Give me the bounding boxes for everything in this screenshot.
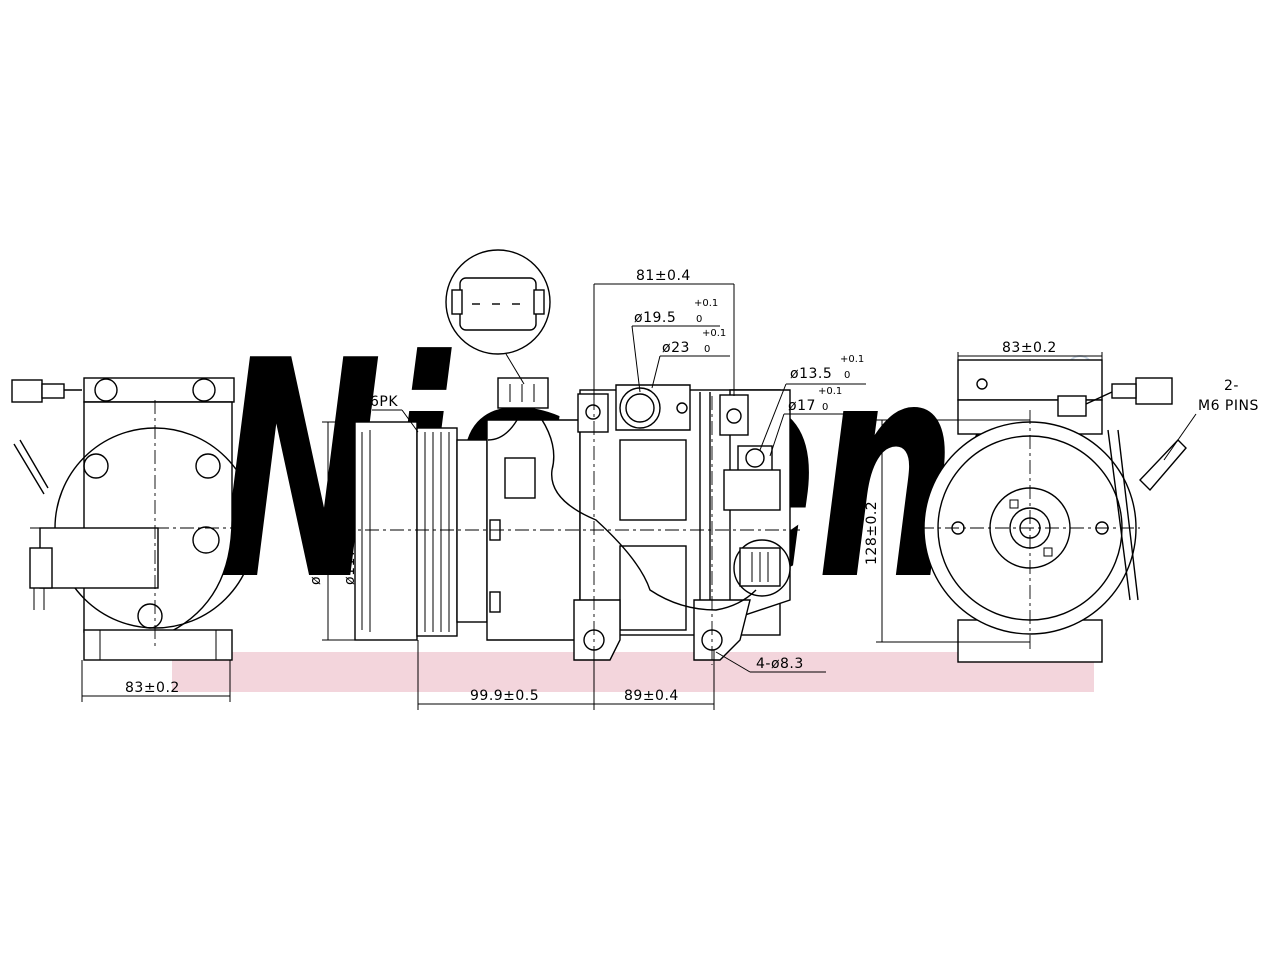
port-c-tol-lower: 0	[844, 370, 850, 381]
pulley-type-label: 6PK	[370, 394, 398, 410]
port-a-label: ø19.5	[634, 310, 676, 326]
side-view: 6PK ø123.5±0.5 ø117.3±0.5 81±0.4 ø19.5 +…	[308, 249, 866, 710]
pins-count-label: 2-	[1224, 378, 1239, 394]
rear-length-label: 89±0.4	[624, 688, 679, 704]
pulley-diameter-label: ø117.3±0.5	[342, 497, 358, 585]
port-b-label: ø23	[662, 340, 690, 356]
port-b-tol-lower: 0	[704, 344, 710, 355]
watermark-band	[172, 652, 1094, 692]
port-d-label: ø17	[788, 398, 816, 414]
port-c-tol-upper: +0.1	[840, 354, 864, 365]
front-length-label: 99.9±0.5	[470, 688, 539, 704]
left-width-label: 83±0.2	[125, 680, 180, 696]
port-d-tol-lower: 0	[822, 402, 828, 413]
port-c-label: ø13.5	[790, 366, 832, 382]
right-width-label: 83±0.2	[1002, 340, 1057, 356]
port-a-tol-lower: 0	[696, 314, 702, 325]
mount-holes-label: 4-ø8.3	[756, 656, 804, 672]
port-d-tol-upper: +0.1	[818, 386, 842, 397]
right-end-view: 83±0.2 128±0.2 2- M6 PINS	[864, 340, 1259, 663]
port-b-tol-upper: +0.1	[702, 328, 726, 339]
left-end-view: 83±0.2	[11, 377, 262, 702]
outer-diameter-label: ø123.5±0.5	[308, 497, 324, 585]
height-label: 128±0.2	[864, 501, 880, 565]
pins-type-label: M6 PINS	[1198, 398, 1259, 414]
port-a-tol-upper: +0.1	[694, 298, 718, 309]
mount-spacing-label: 81±0.4	[636, 268, 691, 284]
